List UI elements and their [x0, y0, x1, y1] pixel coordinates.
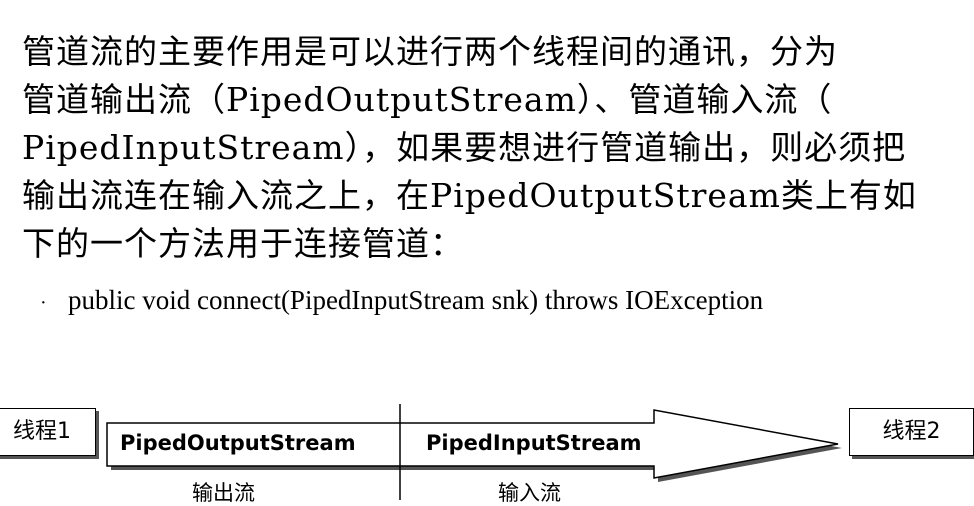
- method-signature: public void connect(PipedInputStream snk…: [68, 285, 764, 315]
- thread-2-box: 线程2: [849, 408, 974, 456]
- description-paragraph: 管道流的主要作用是可以进行两个线程间的通讯，分为 管道输出流（PipedOutp…: [22, 28, 974, 268]
- method-signature-bullet: · public void connect(PipedInputStream sn…: [40, 282, 763, 321]
- paragraph-line-4: 输出流连在输入流之上，在PipedOutputStream类上有如: [22, 176, 917, 215]
- pipe-arrow-graphic: [106, 404, 842, 500]
- paragraph-line-2: 管道输出流（PipedOutputStream）、管道输入流（: [22, 80, 833, 119]
- paragraph-line-1: 管道流的主要作用是可以进行两个线程间的通讯，分为: [22, 32, 838, 71]
- bullet-marker: ·: [40, 292, 47, 314]
- pipe-diagram: 线程1 线程2 PipedOutputStream PipedInputStre…: [0, 390, 974, 505]
- piped-input-stream-label: PipedInputStream: [426, 431, 642, 455]
- pipe-arrow: [106, 409, 839, 479]
- thread-1-box: 线程1: [0, 408, 96, 456]
- input-stream-caption: 输入流: [498, 481, 561, 505]
- output-stream-caption: 输出流: [192, 481, 255, 505]
- paragraph-line-3: PipedInputStream），如果要想进行管道输出，则必须把: [22, 128, 907, 167]
- piped-output-stream-label: PipedOutputStream: [120, 431, 356, 455]
- paragraph-line-5: 下的一个方法用于连接管道：: [22, 224, 464, 263]
